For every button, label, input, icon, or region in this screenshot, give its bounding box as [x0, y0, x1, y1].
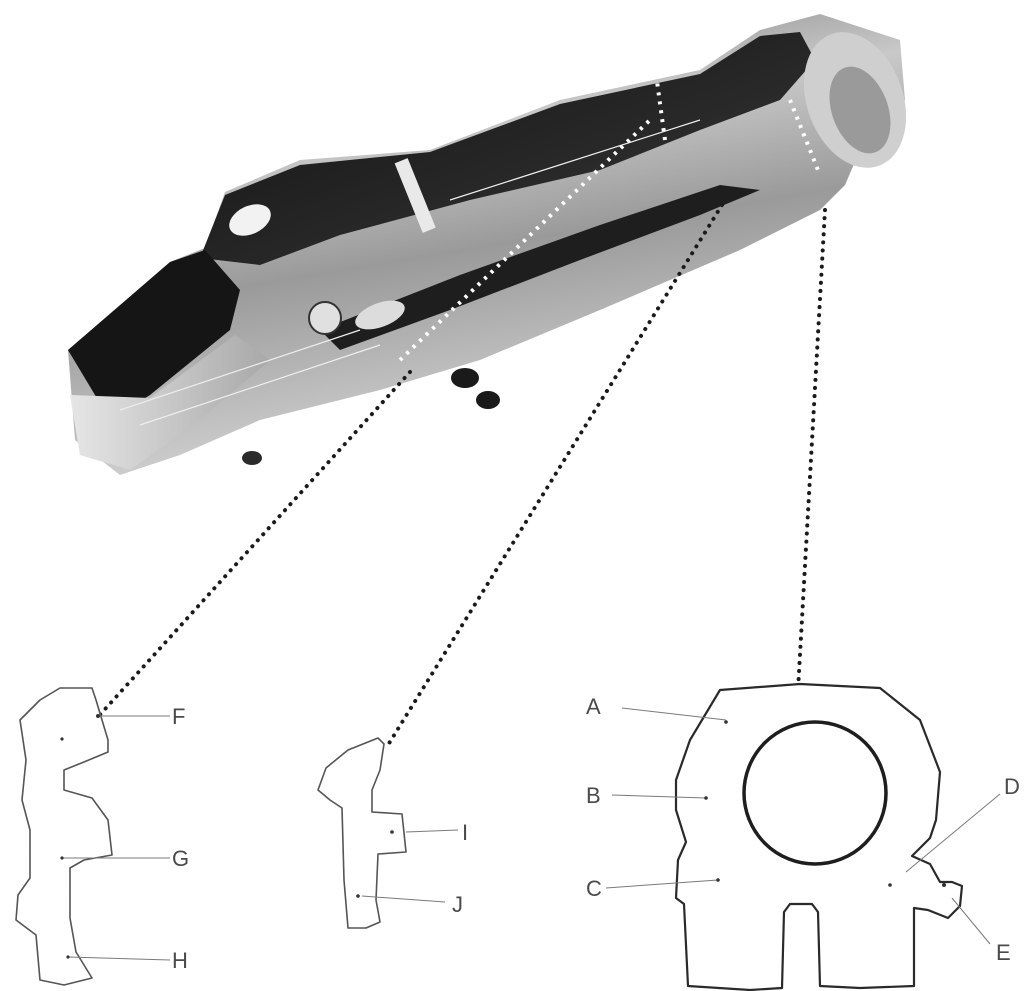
callout-right — [796, 208, 827, 692]
receiver-photo — [68, 14, 907, 475]
section-left: F G H — [15, 687, 189, 986]
label-I: I — [462, 820, 468, 845]
label-B: B — [586, 783, 601, 808]
receiver-boss-1 — [451, 368, 479, 388]
receiver-rear-face — [70, 335, 270, 470]
callout-middle — [386, 203, 724, 747]
section-right: A B C D E — [586, 682, 1020, 991]
section-middle: I J — [317, 737, 468, 929]
receiver-top-rail — [200, 32, 815, 265]
label-J: J — [452, 892, 463, 917]
callout-lines — [95, 203, 827, 747]
section-left-outline — [15, 687, 113, 986]
label-A: A — [586, 694, 601, 719]
receiver-cross-pin — [394, 158, 436, 233]
label-C: C — [586, 876, 602, 901]
callout-left — [95, 370, 412, 720]
receiver-lug — [308, 301, 342, 335]
receiver-side-hole — [229, 204, 271, 236]
receiver-channel — [320, 185, 760, 350]
label-H: H — [172, 948, 188, 973]
receiver-rear-block — [68, 250, 240, 420]
bore-circle — [742, 720, 888, 866]
label-E: E — [996, 940, 1011, 965]
receiver-boss-3 — [242, 451, 262, 465]
receiver-boss-2 — [476, 391, 500, 409]
label-F: F — [172, 704, 185, 729]
label-G: G — [172, 846, 189, 871]
section-middle-outline — [317, 737, 407, 929]
label-D: D — [1004, 774, 1020, 799]
